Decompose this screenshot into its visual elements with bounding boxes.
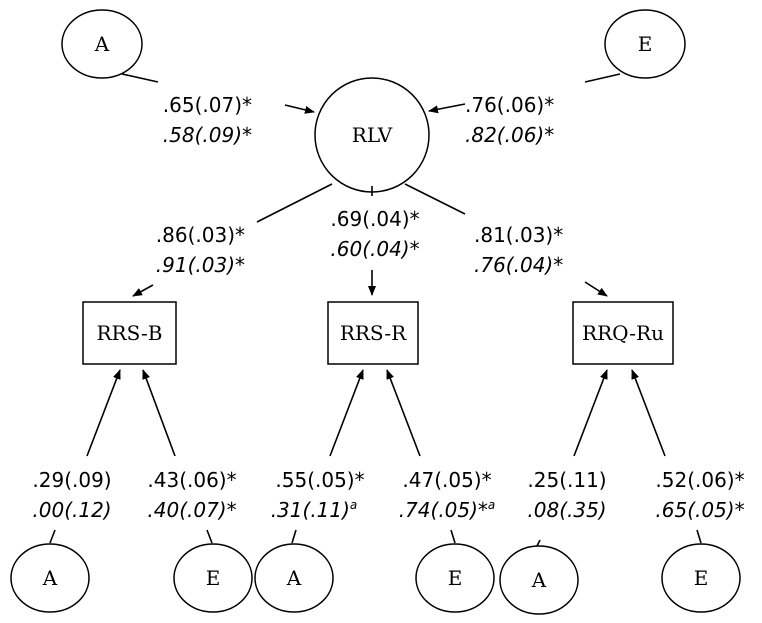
indicator-rrs-b-label: RRS-B [96,321,162,345]
indicator-rrs-r: RRS-R [327,301,419,365]
latent-e-rrs-b-label: E [206,566,221,590]
latent-a-rrs-b: A [10,543,90,613]
latent-e-rrq-ru: E [661,543,741,613]
coef-rrs-r-a-female-sup: a [350,498,357,512]
path-e-rlv-arrow [428,103,466,114]
coef-rrs-b-e-female: .40(.07)* [147,498,236,522]
path-e-rlv-line-start [584,73,621,83]
latent-a-top: A [61,9,143,79]
specific-rrs-b-e-arrow [142,369,176,457]
coef-rrs-r-e-male: .47(.05)* [402,468,491,492]
latent-a-rrq-ru-label: A [531,568,547,592]
coef-rrq-ru-a-male: .25(.11) [527,468,606,492]
connector-rrs-r-e [450,529,456,544]
latent-rlv: RLV [314,77,430,193]
coef-rrs-b-male: .86(.03)* [156,223,245,247]
latent-e-top: E [604,9,686,79]
latent-e-top-label: E [638,32,653,56]
specific-rrq-ru-a-arrow [573,369,608,457]
latent-e-rrq-ru-label: E [694,566,709,590]
latent-a-rrs-b-label: A [42,566,58,590]
specific-rrs-b-a-arrow [86,369,121,457]
coef-rrs-r-male: .69(.04)* [330,207,419,231]
coef-rrs-r-e-female: .74(.05)*a [399,498,496,522]
connector-rrs-r-a [291,529,297,544]
coef-rrs-r-a-male: .55(.05)* [275,468,364,492]
coef-a-rlv-male: .65(.07)* [163,93,252,117]
latent-a-top-label: A [94,32,110,56]
indicator-rrs-b: RRS-B [82,301,177,365]
latent-a-rrs-r-label: A [286,566,302,590]
loading-rrq-ru-line-start [404,183,466,215]
latent-a-rrs-r: A [254,543,334,613]
latent-e-rrs-r: E [415,543,495,613]
coef-rrs-r-a-female: .31(.11)a [271,498,358,522]
coef-rrs-b-a-male: .29(.09) [32,468,111,492]
loading-rrs-b-line-start [256,183,333,223]
latent-e-rrs-r-label: E [448,566,463,590]
coef-rrq-ru-e-male: .52(.06)* [655,468,744,492]
coef-rrq-ru-e-female: .65(.05)* [655,498,744,522]
connector-rrq-ru-e [696,529,702,544]
coef-rrs-b-a-female: .00(.12) [32,498,111,522]
coef-rrs-r-female: .60(.04)* [330,237,419,261]
coef-rrs-b-e-male: .43(.06)* [147,468,236,492]
specific-rrq-ru-e-arrow [631,369,666,457]
coef-rrq-ru-a-female: .08(.35) [527,498,606,522]
connector-rrs-b-a [49,529,56,544]
coef-rrs-r-e-female-sup: a [488,498,495,512]
specific-rrs-r-a-arrow [329,369,364,457]
loading-rrq-ru-arrow [584,281,608,297]
latent-rlv-label: RLV [352,123,393,147]
path-a-rlv-line-start [121,73,159,83]
coef-a-rlv-female: .58(.09)* [163,123,252,147]
latent-a-rrq-ru: A [499,545,579,615]
specific-rrs-r-e-arrow [386,369,421,457]
indicator-rrs-r-label: RRS-R [340,321,407,345]
coef-e-rlv-male: .76(.06)* [465,93,554,117]
connector-rrs-b-e [206,529,213,544]
path-a-rlv-arrow [284,104,315,114]
coef-rrq-ru-female: .76(.04)* [474,253,563,277]
coef-e-rlv-female: .82(.06)* [465,123,554,147]
coef-rrq-ru-male: .81(.03)* [474,223,563,247]
indicator-rrq-ru-label: RRQ-Ru [582,321,664,345]
connector-rrq-ru-a [536,539,541,547]
indicator-rrq-ru: RRQ-Ru [572,301,674,365]
coef-rrs-b-female: .91(.03)* [156,253,245,277]
loading-rrs-b-arrow [132,284,154,297]
latent-e-rrs-b: E [173,543,253,613]
